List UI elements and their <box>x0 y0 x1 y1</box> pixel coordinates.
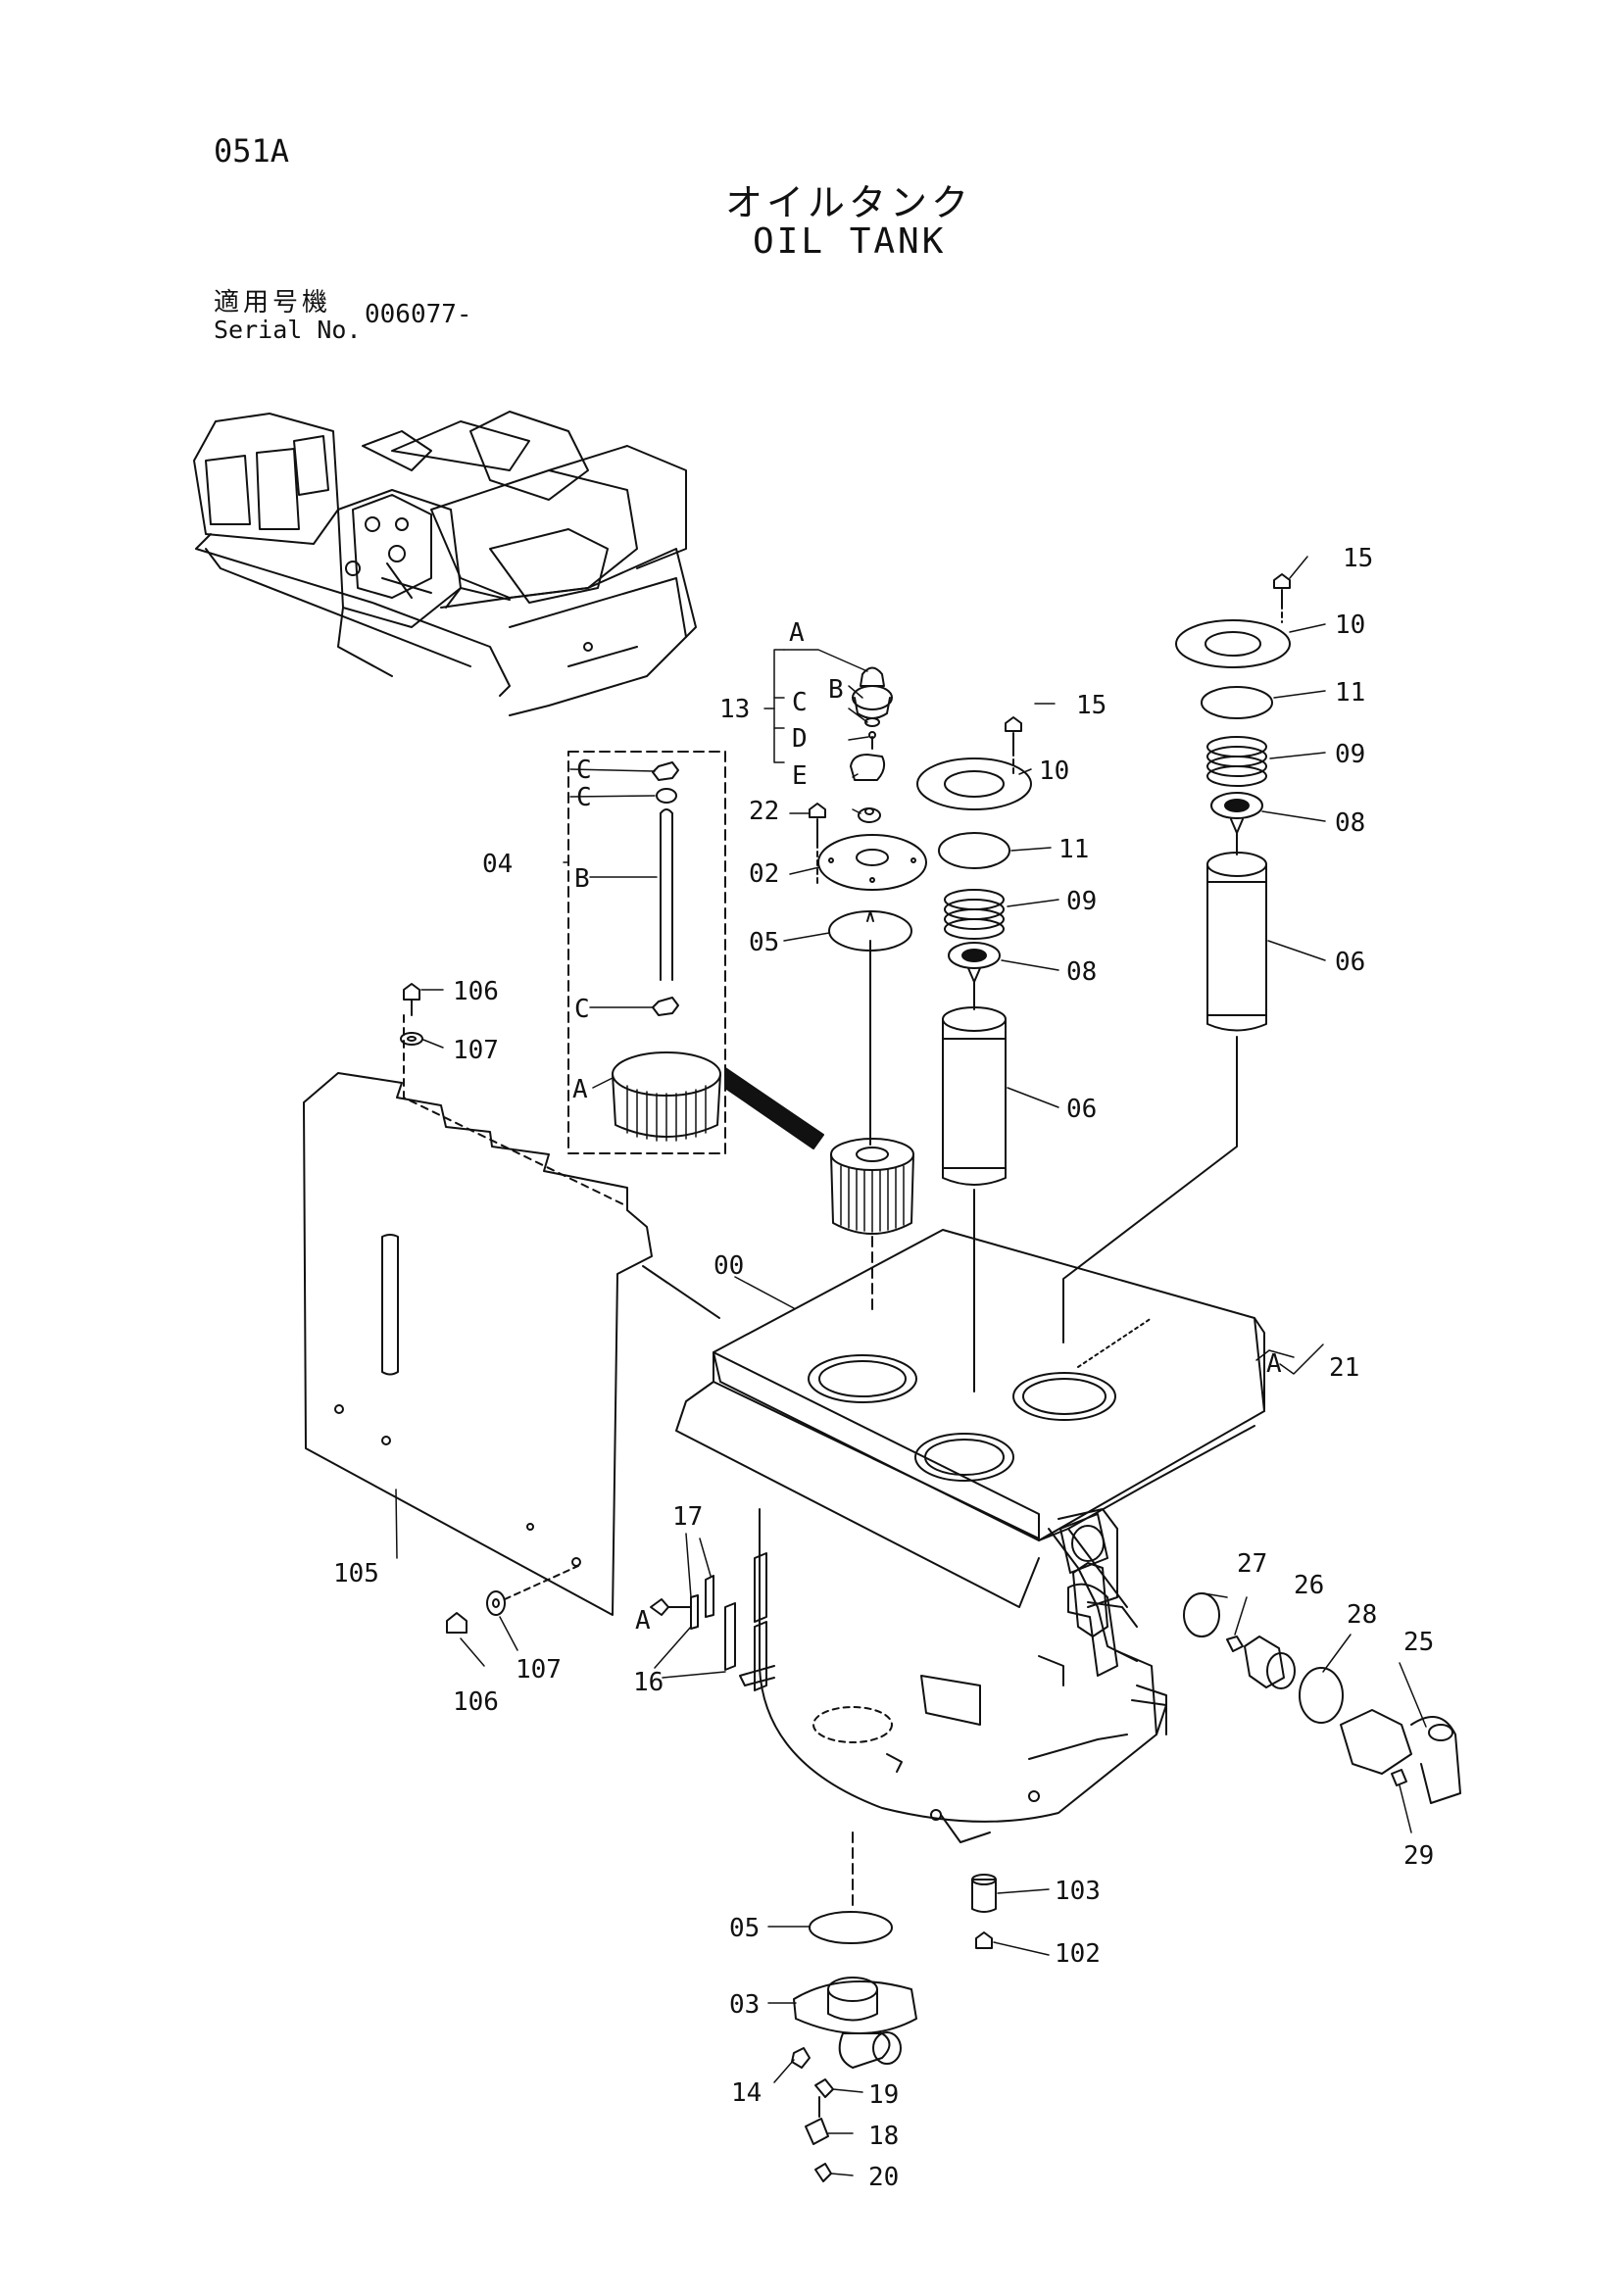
callout-27: 27 <box>1237 1549 1267 1579</box>
callout-107-top: 107 <box>453 1036 499 1065</box>
sub-label-b-13: B <box>828 675 844 705</box>
sub-label-c-04-bottom: C <box>574 995 590 1024</box>
serial-label-english: Serial No. <box>214 316 362 344</box>
callout-11-middle: 11 <box>1058 835 1089 864</box>
sub-label-b-04: B <box>574 864 590 894</box>
page-code: 051A <box>214 132 290 170</box>
serial-number-value: 006077- <box>365 300 472 329</box>
callout-106-bottom: 106 <box>453 1687 499 1717</box>
callout-10-middle: 10 <box>1039 757 1069 786</box>
sub-label-a-04: A <box>572 1075 588 1104</box>
sub-label-a-16: A <box>635 1606 651 1636</box>
callout-105: 105 <box>333 1559 379 1588</box>
cover-plate-02 <box>809 803 927 891</box>
callout-06-right: 06 <box>1335 948 1365 977</box>
serial-label-japanese: 適用号機 <box>214 288 332 318</box>
callout-08-right: 08 <box>1335 808 1365 838</box>
callout-10-right: 10 <box>1335 611 1365 640</box>
callout-106-top: 106 <box>453 977 499 1006</box>
callout-16: 16 <box>633 1668 664 1697</box>
excavator-overview-illustration <box>193 411 697 716</box>
callout-08-middle: 08 <box>1066 957 1097 987</box>
callout-19: 19 <box>868 2080 899 2110</box>
bolt-washer-106-107-top <box>400 983 423 1046</box>
sub-label-c-04-top: C <box>576 756 592 785</box>
callout-29: 29 <box>1403 1841 1434 1871</box>
callout-14: 14 <box>731 2078 762 2108</box>
callout-15-right: 15 <box>1343 544 1373 573</box>
callout-numbers: A B C D E 13 22 02 05 04 C C B C A 15 10… <box>333 544 1434 2192</box>
return-filter-stack-right <box>1062 573 1291 1343</box>
title-japanese: オイルタンク <box>725 181 973 224</box>
callout-26: 26 <box>1294 1571 1324 1600</box>
callout-18: 18 <box>868 2122 899 2151</box>
sub-label-c-13: C <box>792 688 808 717</box>
callout-20: 20 <box>868 2163 899 2192</box>
callout-17: 17 <box>672 1502 703 1532</box>
level-gauge-16-17 <box>650 1552 767 1691</box>
callout-21: 21 <box>1329 1353 1359 1383</box>
callout-02: 02 <box>749 859 779 889</box>
callout-22: 22 <box>749 797 779 826</box>
callout-00: 00 <box>713 1251 744 1281</box>
suction-strainer-05 <box>828 910 914 1314</box>
leader-lines <box>395 556 1427 2176</box>
callout-107-bottom: 107 <box>516 1655 562 1685</box>
callout-103: 103 <box>1055 1877 1101 1906</box>
callout-04: 04 <box>482 850 513 879</box>
drain-port-assembly <box>1059 1513 1461 1804</box>
spacer-bolt-102-103 <box>971 1874 997 1949</box>
callout-09-middle: 09 <box>1066 887 1097 916</box>
sub-label-c-04-second: C <box>576 783 592 812</box>
element-detail-box-04 <box>567 751 824 1154</box>
breather-assembly-13 <box>850 666 893 823</box>
callout-15-middle: 15 <box>1076 691 1107 720</box>
callout-03: 03 <box>729 1990 760 2020</box>
sub-label-e-13: E <box>792 761 808 791</box>
callout-25: 25 <box>1403 1628 1434 1657</box>
callout-06-middle: 06 <box>1066 1095 1097 1124</box>
return-filter-stack-middle <box>916 716 1032 1392</box>
callout-05-upper: 05 <box>749 928 779 957</box>
oil-tank-body-00 <box>675 1229 1265 1843</box>
sub-label-a-21: A <box>1266 1349 1282 1379</box>
title-english: OIL TANK <box>753 221 947 262</box>
suction-pipe-03 <box>791 1832 917 2182</box>
bolt-washer-106-107-bottom <box>446 1565 579 1634</box>
sub-label-a-13: A <box>789 618 805 648</box>
callout-28: 28 <box>1347 1600 1377 1630</box>
callout-05-lower: 05 <box>729 1914 760 1943</box>
callout-13: 13 <box>719 695 750 724</box>
callout-09-right: 09 <box>1335 740 1365 769</box>
sub-label-d-13: D <box>792 724 808 754</box>
callout-11-right: 11 <box>1335 678 1365 708</box>
callout-102: 102 <box>1055 1939 1101 1969</box>
